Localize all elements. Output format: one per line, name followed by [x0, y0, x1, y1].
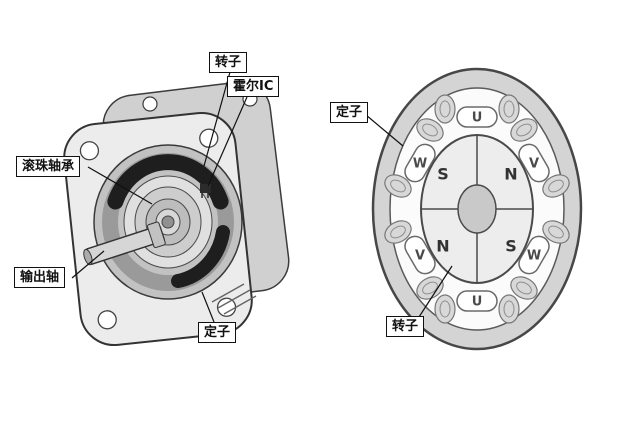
hall-ic-chip	[200, 184, 211, 198]
rotor-assembly: S N N S	[420, 134, 534, 284]
stator-pole-w-upper-left: W	[384, 118, 444, 198]
label-stator-cutaway: 定子	[198, 322, 237, 343]
output-shaft	[83, 221, 166, 266]
coil-winding-bottom	[171, 225, 230, 288]
bolt-hole	[142, 96, 158, 112]
housing-ribs	[211, 283, 257, 315]
leader-rotor-section	[418, 265, 453, 318]
label-output-shaft: 输出轴	[14, 267, 66, 288]
label-rotor-cutaway: 转子	[209, 52, 248, 73]
magnet-label-s-upper-left: S	[437, 165, 449, 184]
label-stator-section: 定子	[330, 102, 369, 123]
bolt-hole	[79, 141, 100, 161]
leader-stator-section	[365, 114, 404, 147]
pole-label-v-lower-left: V	[415, 249, 425, 264]
shaft-hub	[161, 215, 175, 229]
stator-pole-v-lower-left: V	[384, 220, 444, 300]
bolt-hole	[97, 310, 117, 330]
coil-winding-top	[107, 154, 229, 210]
leader-rotor	[203, 71, 231, 167]
stator-pole-u-bottom: U	[434, 290, 520, 324]
cross-section-leader-lines	[365, 114, 453, 318]
pole-label-w-upper-left: W	[413, 157, 427, 172]
bolt-hole	[216, 297, 237, 317]
rotor-shaft-center	[457, 184, 497, 234]
stator-pole-w-lower-right: W	[510, 220, 570, 300]
leader-hall-ic	[207, 96, 248, 187]
magnet-label-n-upper-right: N	[504, 165, 517, 184]
pole-label-w-lower-right: W	[527, 249, 541, 264]
label-ball-bearing: 滚珠轴承	[16, 156, 81, 177]
cutaway-drawing	[63, 71, 290, 347]
label-hall-ic: 霍尔IC	[227, 76, 280, 97]
pole-label-u-bottom: U	[472, 295, 483, 310]
cutaway-leader-lines	[71, 71, 248, 323]
stator-pole-u-top: U	[434, 94, 520, 128]
pole-label-u-top: U	[472, 111, 483, 126]
label-rotor-section: 转子	[386, 316, 425, 337]
magnet-label-s-lower-right: S	[505, 237, 517, 256]
motor-interior	[93, 144, 243, 300]
leader-stator-cutaway	[201, 291, 215, 323]
pole-label-v-upper-right: V	[529, 157, 539, 172]
leader-ball-bearing	[87, 166, 153, 205]
leader-output-shaft	[71, 250, 105, 279]
magnet-label-n-lower-left: N	[436, 237, 449, 256]
cross-section-drawing: U V W	[365, 67, 583, 351]
stator-pole-v-upper-right: V	[510, 118, 570, 198]
